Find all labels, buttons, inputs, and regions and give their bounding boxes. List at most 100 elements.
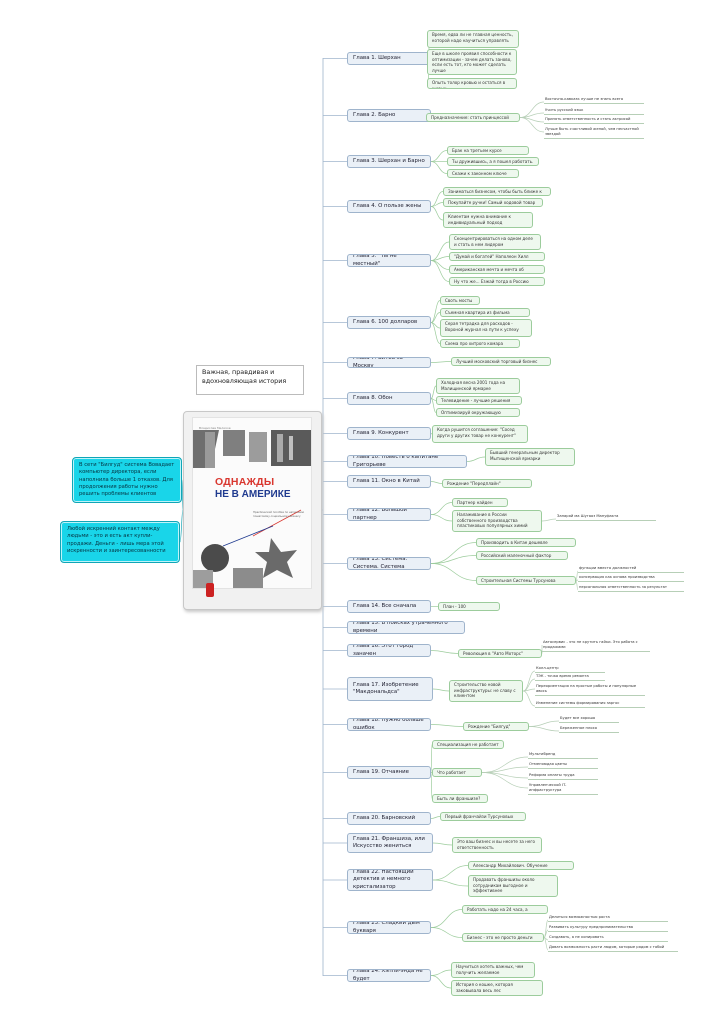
connector <box>430 909 463 928</box>
chapter-9[interactable]: Глава 9. Конкурент <box>347 427 431 440</box>
chapter-19-note-4: Управленческой IT-инфраструктура <box>528 783 598 795</box>
chapter-23-topic-1[interactable]: Работать надо на 24 часа, а головой <box>462 905 548 914</box>
side-note-2[interactable]: Любой искренний контакт между людьми - э… <box>60 521 180 563</box>
chapter-24-topic-2[interactable]: История о кошке, которая заковывала весь… <box>451 980 543 996</box>
chapter-22-topic-2[interactable]: Продавать франшизы около сотрудникам выг… <box>468 875 558 897</box>
chapter-21[interactable]: Глава 21. Франшиза, или Искусство женить… <box>347 833 433 853</box>
chapter-16-topic-1[interactable]: Революция в "Авто Моторс" <box>458 649 542 658</box>
connector <box>430 260 450 270</box>
chapter-6-topic-1[interactable]: Своть мосты <box>440 296 480 305</box>
chapter-3-topic-3[interactable]: Скажи к законном ключе <box>447 169 519 178</box>
chapter-5-topic-1[interactable]: Сконцентрироваться на одном деле и стать… <box>449 234 541 250</box>
chapter-11[interactable]: Глава 11. Окно в Китай <box>347 475 431 488</box>
chapter-4[interactable]: Глава 4. О пользе жены <box>347 200 431 213</box>
connector <box>430 969 452 976</box>
chapter-12-topic-1[interactable]: Партнер найден <box>452 498 508 507</box>
side-note-1[interactable]: В сети "Билгуд" система Вовадает компьют… <box>72 457 182 503</box>
chapter-3-topic-2[interactable]: Ты дружившись, а я пошел работать. Ура! <box>447 157 539 166</box>
connector <box>430 555 477 564</box>
chapter-8-topic-3[interactable]: Оптимизируй окружающую реальность <box>436 408 520 417</box>
connector <box>430 927 463 938</box>
chapter-5-topic-4[interactable]: Ну что же... Езжай тогда в Россию <box>449 277 545 286</box>
chapter-2-topic-1[interactable]: Предназначение: стать принцессой «двугол… <box>426 113 520 122</box>
chapter-9-topic-1[interactable]: Когда рушится соглашение: "Сосед други у… <box>432 425 528 443</box>
chapter-6-topic-4[interactable]: Схема про хитрого комара <box>440 339 520 348</box>
connector <box>430 816 441 819</box>
connector <box>432 879 469 887</box>
chapter-13-topic-2[interactable]: Российский маленочный фактор <box>476 551 568 560</box>
chapter-18-note-1: Будет все хорошо <box>559 716 619 723</box>
connector <box>430 300 441 323</box>
chapter-18[interactable]: Глава 18. Нужно больше ошибок <box>347 718 431 731</box>
city-skyline-illustration <box>193 430 311 588</box>
chapter-16[interactable]: Глава 16. Этот город заначен <box>347 644 431 657</box>
chapter-13[interactable]: Глава 13. Система. Система. Система <box>347 557 431 570</box>
chapter-19-topic-3[interactable]: Быть ли франшизе? <box>432 794 488 803</box>
chapter-5-topic-2[interactable]: "Думай и богатей" Наполеон Хилл <box>449 252 545 261</box>
connector <box>430 361 452 363</box>
chapter-17[interactable]: Глава 17. Изобретение "Макдональдса" <box>347 677 433 701</box>
chapter-4-topic-3[interactable]: Клиентам нужна внимание к индивидуальный… <box>443 212 533 228</box>
chapter-7-topic-1[interactable]: Лучший московский торговый бизнес <box>451 357 551 366</box>
chapter-22-topic-1[interactable]: Александр Михайлович. Обучение франчайзи <box>468 861 574 870</box>
chapter-13-topic-3[interactable]: Строительная Системы Турсунова <box>476 576 576 585</box>
connector <box>528 726 560 732</box>
chapter-8[interactable]: Глава 8. Обон <box>347 392 431 405</box>
chapter-5-topic-3[interactable]: Американская мечта и мечта об Америке <box>449 265 545 274</box>
connector <box>430 433 433 435</box>
chapter-8-topic-2[interactable]: Телевидение - лучшие решения проблем <box>436 396 522 405</box>
chapter-19-topic-1[interactable]: Специализация не работает <box>432 740 504 749</box>
chapter-12-topic-2[interactable]: Налаживание в России собственного произв… <box>452 510 542 532</box>
chapter-18-topic-1[interactable]: Рождение "Билгуд" <box>463 722 529 731</box>
chapter-20-topic-1[interactable]: Первый франчайзи Турсуновых <box>440 812 526 821</box>
chapter-12[interactable]: Глава 12. Большой партнер <box>347 508 431 521</box>
chapter-2[interactable]: Глава 2. Барно <box>347 109 431 122</box>
chapter-6-topic-3[interactable]: Серая тетрадка для расходов - Вороной жу… <box>440 319 532 337</box>
bookmark-ribbon-icon <box>206 583 214 597</box>
chapter-1-topic-3[interactable]: Опыть толор кровью и остаться в живых <box>427 78 517 89</box>
chapter-6[interactable]: Глава 6. 100 долларов <box>347 316 431 329</box>
chapter-1-topic-1[interactable]: Время, едва ли не главная ценность, кото… <box>427 30 519 48</box>
chapter-24-topic-1[interactable]: Научиться хотеть важных, чем получить же… <box>451 962 535 978</box>
chapter-19[interactable]: Глава 19. Отчаяние <box>347 766 431 779</box>
chapter-19-topic-2[interactable]: Что работает <box>432 768 482 777</box>
chapter-1[interactable]: Глава 1. Шерхан <box>347 52 431 65</box>
connector <box>522 670 536 692</box>
chapter-20[interactable]: Глава 20. Барновский <box>347 812 431 825</box>
chapter-1-topic-2[interactable]: Еще в школе проявил способности к оптими… <box>427 49 517 75</box>
connector <box>522 688 536 692</box>
chapter-4-topic-2[interactable]: Покупайте ручки! Самый ходовой товар <box>443 198 543 207</box>
connector <box>519 117 545 133</box>
chapter-6-topic-2[interactable]: Съемная квартира из фильма ужасов <box>440 308 530 317</box>
chapter-19-note-2: Отменяюдая цветы <box>528 762 598 769</box>
chapter-17-note-1: Колл-центр <box>535 666 605 673</box>
connector <box>179 509 184 543</box>
chapter-10[interactable]: Глава 10. Повесть о капитане Григорьеве <box>347 455 467 468</box>
chapter-14-topic-1[interactable]: План - 100 автосервисов <box>438 602 500 611</box>
chapter-8-topic-1[interactable]: Холодная весна 2001 года на Малищинской … <box>436 378 520 394</box>
chapter-3-topic-1[interactable]: Брак на третьем курсе института <box>447 146 529 155</box>
chapter-24[interactable]: Глава 24. Хэппи-энда не будет <box>347 969 431 982</box>
chapter-17-topic-1[interactable]: Строительство новой инфраструктуры: не с… <box>449 680 523 702</box>
connector <box>432 865 469 881</box>
chapter-23-topic-2[interactable]: Бизнес - это не просто деньги <box>462 933 544 942</box>
chapter-23[interactable]: Глава 23. Сладкий дым букваря <box>347 921 431 934</box>
chapter-15[interactable]: Глава 15. В поисках утраченного времени <box>347 621 465 634</box>
chapter-14[interactable]: Глава 14. Все сначала <box>347 600 431 613</box>
chapter-3[interactable]: Глава 3. Шерхан и Барно <box>347 155 431 168</box>
chapter-2-note-3: Принять ответственность и стать актрисой <box>544 117 644 124</box>
chapter-11-topic-1[interactable]: Рождение "Передплайн" <box>442 479 532 488</box>
connector <box>430 398 437 413</box>
chapter-21-topic-1[interactable]: Это ваш бизнес и вы несете за него ответ… <box>452 837 542 853</box>
chapter-22[interactable]: Глава 22. Настоящий детектив и немного к… <box>347 869 433 891</box>
chapter-12-note-1: Запаряй ма Шугаоз Мануфакта <box>556 514 656 521</box>
chapter-2-note-1: Восточно-кавказк лучше не знать всего <box>544 97 644 104</box>
chapter-10-topic-1[interactable]: Бывший генеральным директор Мытищенской … <box>485 448 575 466</box>
chapter-5[interactable]: Глава 5. "Ты не местный" <box>347 254 431 267</box>
chapter-7[interactable]: Глава 7. Битва за Москву <box>347 357 431 368</box>
chapter-23-note-4: Давать возможность расти людям, которые … <box>548 945 678 952</box>
chapter-4-topic-1[interactable]: Заниматься бизнесом, чтобы быть ближе к … <box>443 187 551 196</box>
chapter-13-topic-1[interactable]: Производить в Китае дешевле <box>476 538 576 547</box>
book-tagline-callout: Важная, правдивая и вдохновляющая истори… <box>196 365 304 395</box>
